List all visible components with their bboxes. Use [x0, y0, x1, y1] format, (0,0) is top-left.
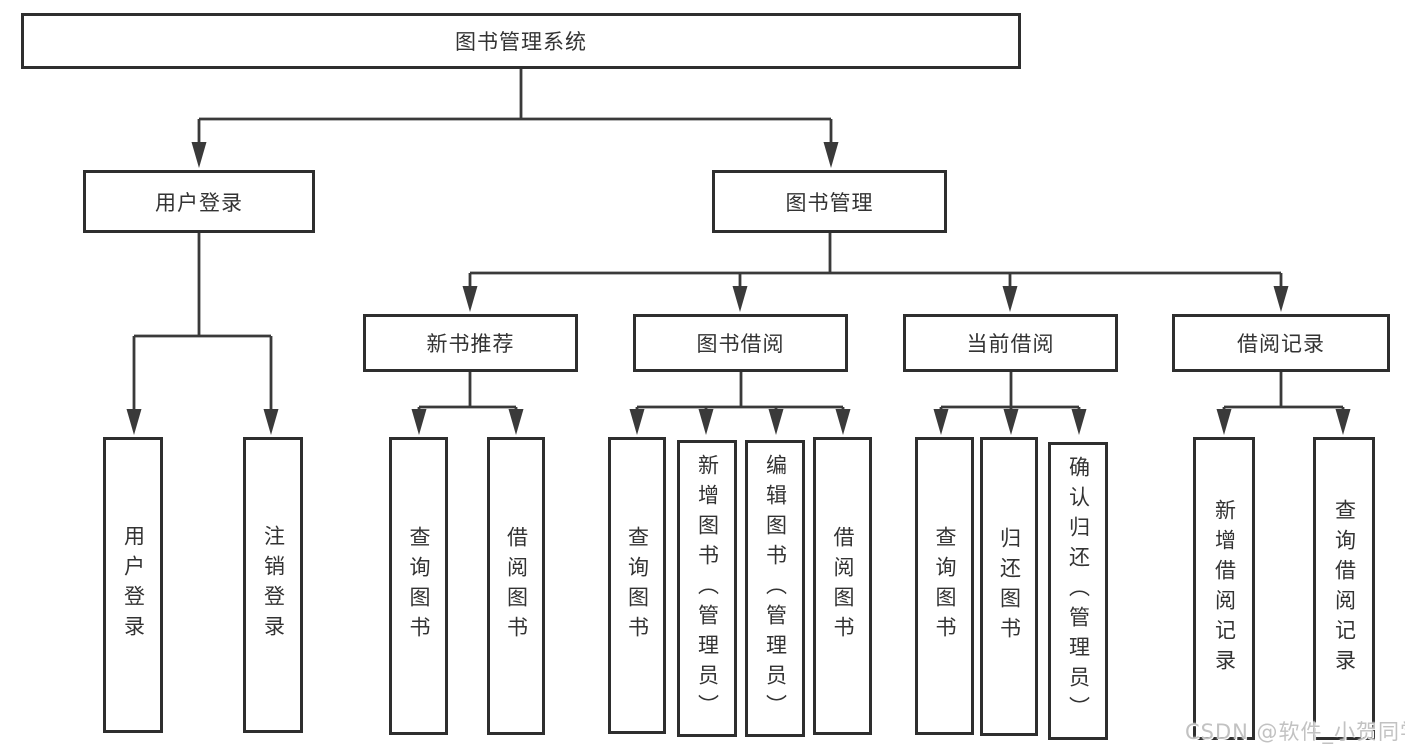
leaf-query-books-3: 查询图书: [915, 437, 974, 735]
leaf-query-books-1: 查询图书: [389, 437, 448, 735]
leaf-add-book-admin: 新增图书（管理员）: [677, 440, 737, 737]
leaf-add-borrow-record: 新增借阅记录: [1193, 437, 1255, 740]
leaf-logout: 注销登录: [243, 437, 303, 733]
node-library-system: 图书管理系统: [21, 13, 1021, 69]
leaf-borrow-books-1: 借阅图书: [487, 437, 545, 735]
node-new-book-recommend: 新书推荐: [363, 314, 578, 372]
node-current-borrowing: 当前借阅: [903, 314, 1118, 372]
leaf-edit-book-admin: 编辑图书（管理员）: [745, 440, 805, 737]
leaf-query-borrow-record: 查询借阅记录: [1313, 437, 1375, 740]
leaf-return-books: 归还图书: [980, 437, 1038, 736]
node-borrowing-records: 借阅记录: [1172, 314, 1390, 372]
node-book-management-module: 图书管理: [712, 170, 947, 233]
watermark: CSDN @软件_小贺同学: [1185, 720, 1405, 744]
node-book-borrowing: 图书借阅: [633, 314, 848, 372]
leaf-borrow-books-2: 借阅图书: [813, 437, 872, 735]
node-user-login-module: 用户登录: [83, 170, 315, 233]
leaf-confirm-return-admin: 确认归还（管理员）: [1048, 442, 1108, 740]
arrowheads: [126, 142, 1351, 435]
leaf-query-books-2: 查询图书: [608, 437, 666, 734]
leaf-user-login: 用户登录: [103, 437, 163, 733]
